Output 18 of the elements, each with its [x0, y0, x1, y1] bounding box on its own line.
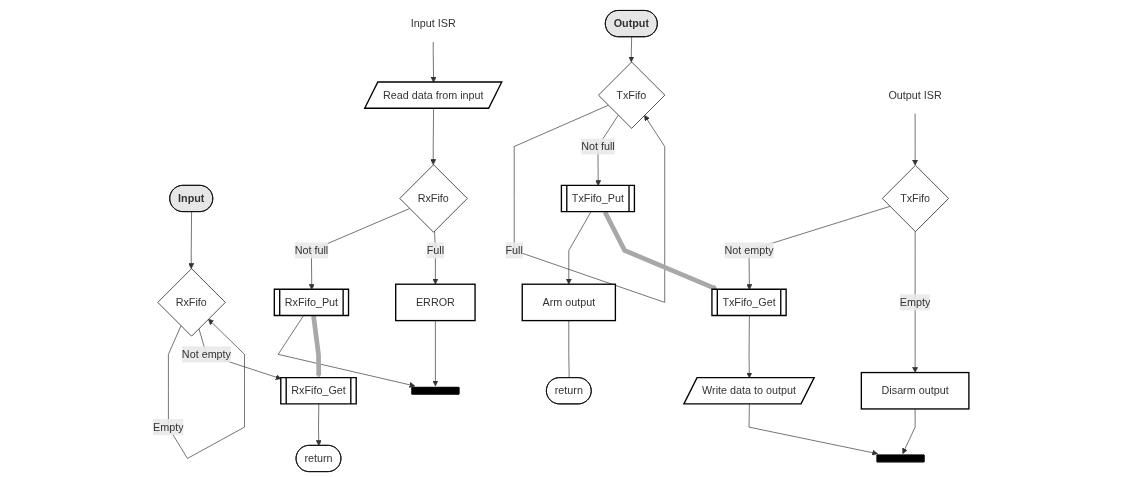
edge-label: Not full — [581, 140, 615, 152]
edge-label: Not empty — [181, 348, 232, 360]
node-diamond: RxFifo — [399, 164, 468, 233]
edge-label: Empty — [153, 421, 184, 433]
node-box: Arm output — [521, 283, 617, 322]
edge-label: Empty — [899, 296, 931, 308]
edge-label: Not full — [294, 244, 329, 256]
node-diamond: TxFifo — [598, 61, 666, 129]
node-diamond: TxFifo — [881, 164, 949, 232]
node-text: Output ISR — [888, 89, 942, 101]
edge-label: Full — [426, 244, 445, 256]
node-diamond: RxFifo — [157, 268, 226, 337]
edge-label: Not empty — [724, 244, 774, 256]
connector — [568, 320, 570, 379]
node-box: ERROR — [395, 283, 476, 322]
edge-label: Full — [505, 244, 523, 256]
node-text: Input ISR — [410, 17, 456, 29]
node-box: Disarm output — [860, 371, 970, 410]
